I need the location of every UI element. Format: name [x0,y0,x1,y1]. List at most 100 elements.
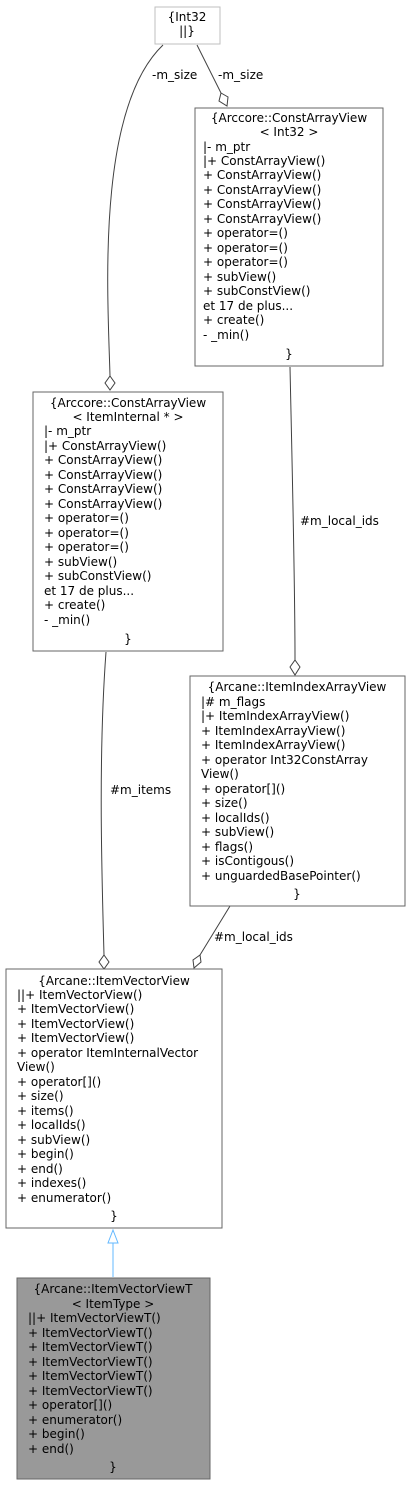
node-text-line: + subView() [203,270,276,284]
node-text-line: + items() [17,1104,74,1118]
node-text-line: + subView() [17,1133,90,1147]
node-text-line: } [293,887,301,901]
node-text-line: + begin() [17,1147,74,1161]
node-text-line: + ItemIndexArrayView() [201,724,345,738]
node-text-line: + operator=() [44,511,129,525]
node-text-line: + ItemVectorViewT() [28,1326,153,1340]
node-text-line: + ItemVectorViewT() [28,1355,153,1369]
composition-diamond-icon [218,92,229,107]
node-text-line: + localIds() [17,1118,86,1132]
node-text-line: + unguardedBasePointer() [201,869,361,883]
node-text-line: + indexes() [17,1176,86,1190]
edge-int32-to-cav-int32 [196,44,222,94]
node-text-line: + subConstView() [44,569,151,583]
nodes: {Int32 ||} {Arccore::ConstArrayView < In… [5,6,406,1480]
node-int32: {Int32 ||} [154,6,221,45]
node-text-line: + ItemVectorView() [17,1031,134,1045]
node-text-line: - _min() [44,613,90,627]
node-text-line: + ItemVectorView() [17,1002,134,1016]
node-text-line: + enumerator() [17,1191,111,1205]
node-text-line: et 17 de plus... [203,299,293,313]
node-text-line: |+ ConstArrayView() [44,439,166,453]
edge-label-m-size-left: -m_size [152,68,197,82]
node-text-line: {Arcane::ItemVectorView [38,974,190,988]
node-text-line: {Arcane::ItemIndexArrayView [208,680,387,694]
edge-cav-int32-to-item-index-array-view [289,366,296,661]
node-text-line: + flags() [201,840,253,854]
node-text-line: + ConstArrayView() [44,497,162,511]
node-const-array-view-item-internal: {Arccore::ConstArrayView < ItemInternal … [32,391,224,652]
node-text-line: + operator=() [44,540,129,554]
edge-label-m-local-ids-lower: #m_local_ids [214,930,293,944]
node-text-line: + ConstArrayView() [203,197,321,211]
node-text-line: |- m_ptr [203,140,250,154]
node-text-line: ||+ ItemVectorViewT() [28,1311,161,1325]
node-text-line: {Arcane::ItemVectorViewT [34,1282,194,1296]
node-text-line: + operator=() [203,241,288,255]
node-text-line: < ItemType > [72,1297,155,1311]
node-text-line: + operator=() [203,226,288,240]
composition-diamond-icon [98,954,110,970]
node-text-line: ||} [179,24,195,38]
node-text-line: + ConstArrayView() [44,482,162,496]
node-text-line: + ItemVectorViewT() [28,1384,153,1398]
node-text-line: + ConstArrayView() [203,212,321,226]
node-text-line: + ConstArrayView() [203,168,321,182]
node-text-line: |- m_ptr [44,424,91,438]
node-text-line: |+ ItemIndexArrayView() [201,709,349,723]
node-text-line: } [110,1209,118,1223]
node-text-line: + subView() [44,555,117,569]
node-text-line: + create() [203,313,264,327]
node-text-line: } [124,632,132,646]
node-text-line: View() [17,1060,55,1074]
edge-cav-item-internal-to-item-vector-view [100,651,107,956]
edge-int32-to-cav-item-internal [107,44,164,377]
node-text-line: et 17 de plus... [44,584,134,598]
node-text-line: + end() [17,1162,63,1176]
node-text-line: + subConstView() [203,284,310,298]
node-text-line: + operator[]() [201,782,285,796]
node-text-line: + ConstArrayView() [44,453,162,467]
composition-diamond-icon [289,659,301,676]
node-text-line: + begin() [28,1427,85,1441]
node-text-line: + end() [28,1442,74,1456]
node-const-array-view-int32: {Arccore::ConstArrayView < Int32 > |- m_… [194,107,384,367]
node-text-line: + operator ItemInternalVector [17,1046,198,1060]
node-text-line: + size() [201,796,248,810]
node-text-line: - _min() [203,328,249,342]
edge-label-m-items: #m_items [110,783,171,797]
node-text-line: + create() [44,598,105,612]
node-text-line: + ConstArrayView() [203,183,321,197]
node-text-line: < Int32 > [260,125,319,139]
edges: -m_size -m_size #m_local_ids #m_items #m… [98,44,379,1277]
node-text-line: + subView() [201,825,274,839]
edge-label-m-local-ids-upper: #m_local_ids [300,514,379,528]
node-text-line: |+ ConstArrayView() [203,154,325,168]
node-text-line: + localIds() [201,811,270,825]
node-text-line: } [285,347,293,361]
edge-label-m-size-right: -m_size [218,68,263,82]
node-text-line: {Arccore::ConstArrayView [211,111,367,125]
node-text-line: View() [201,767,239,781]
node-text-line: + ItemVectorView() [17,1017,134,1031]
node-text-line: } [109,1460,117,1474]
node-text-line: + enumerator() [28,1413,122,1427]
node-text-line: + operator=() [203,255,288,269]
node-text-line: {Int32 [168,10,207,24]
node-text-line: |# m_flags [201,695,265,709]
node-text-line: + operator Int32ConstArray [201,753,368,767]
node-text-line: + operator[]() [28,1398,112,1412]
composition-diamond-icon [192,954,202,969]
node-text-line: < ItemInternal * > [72,410,183,424]
node-text-line: + ItemIndexArrayView() [201,738,345,752]
node-text-line: + size() [17,1089,64,1103]
node-text-line: + ConstArrayView() [44,468,162,482]
node-item-index-array-view: {Arcane::ItemIndexArrayView |# m_flags |… [189,675,406,907]
node-text-line: + operator=() [44,526,129,540]
node-text-line: {Arccore::ConstArrayView [50,396,206,410]
node-text-line: + ItemVectorViewT() [28,1369,153,1383]
edge-item-index-array-view-to-item-vector-view [199,905,231,956]
node-text-line: + operator[]() [17,1075,101,1089]
inheritance-arrow-icon [107,1228,119,1244]
